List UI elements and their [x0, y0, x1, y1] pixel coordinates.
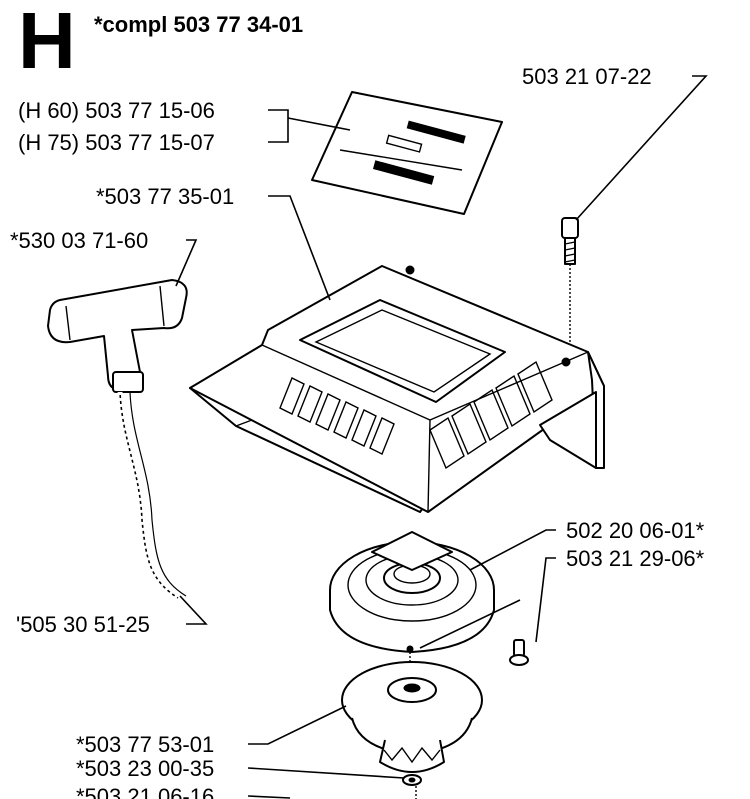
- kit-title: *compl 503 77 34-01: [94, 12, 303, 37]
- screw-small-part: [509, 639, 529, 666]
- label-screw-top: 503 21 07-22: [522, 64, 652, 89]
- starter-handle-part: [47, 279, 188, 393]
- label-rope: '505 30 51-25: [16, 612, 150, 637]
- starter-rope-part: [117, 391, 187, 601]
- label-spring-housing: 502 20 06-01*: [566, 518, 705, 543]
- label-screw-small: 503 21 29-06*: [566, 546, 705, 571]
- leader-lines: [175, 75, 708, 799]
- label-handle: *530 03 71-60: [10, 228, 148, 253]
- washer-part: [402, 774, 422, 799]
- pulley-part: [341, 661, 483, 773]
- spring-housing-part: [329, 531, 495, 665]
- label-decal-h60: (H 60) 503 77 15-06: [18, 98, 215, 123]
- starter-cover-part: [189, 265, 605, 513]
- label-decal-h75: (H 75) 503 77 15-07: [18, 130, 215, 155]
- label-pulley: *503 77 53-01: [76, 732, 214, 757]
- label-washer: *503 23 00-35: [76, 756, 214, 781]
- section-letter: H: [18, 0, 76, 85]
- label-bottom: *503 21 06-16: [76, 784, 214, 799]
- decal-part: [311, 91, 503, 215]
- label-cover: *503 77 35-01: [96, 184, 234, 209]
